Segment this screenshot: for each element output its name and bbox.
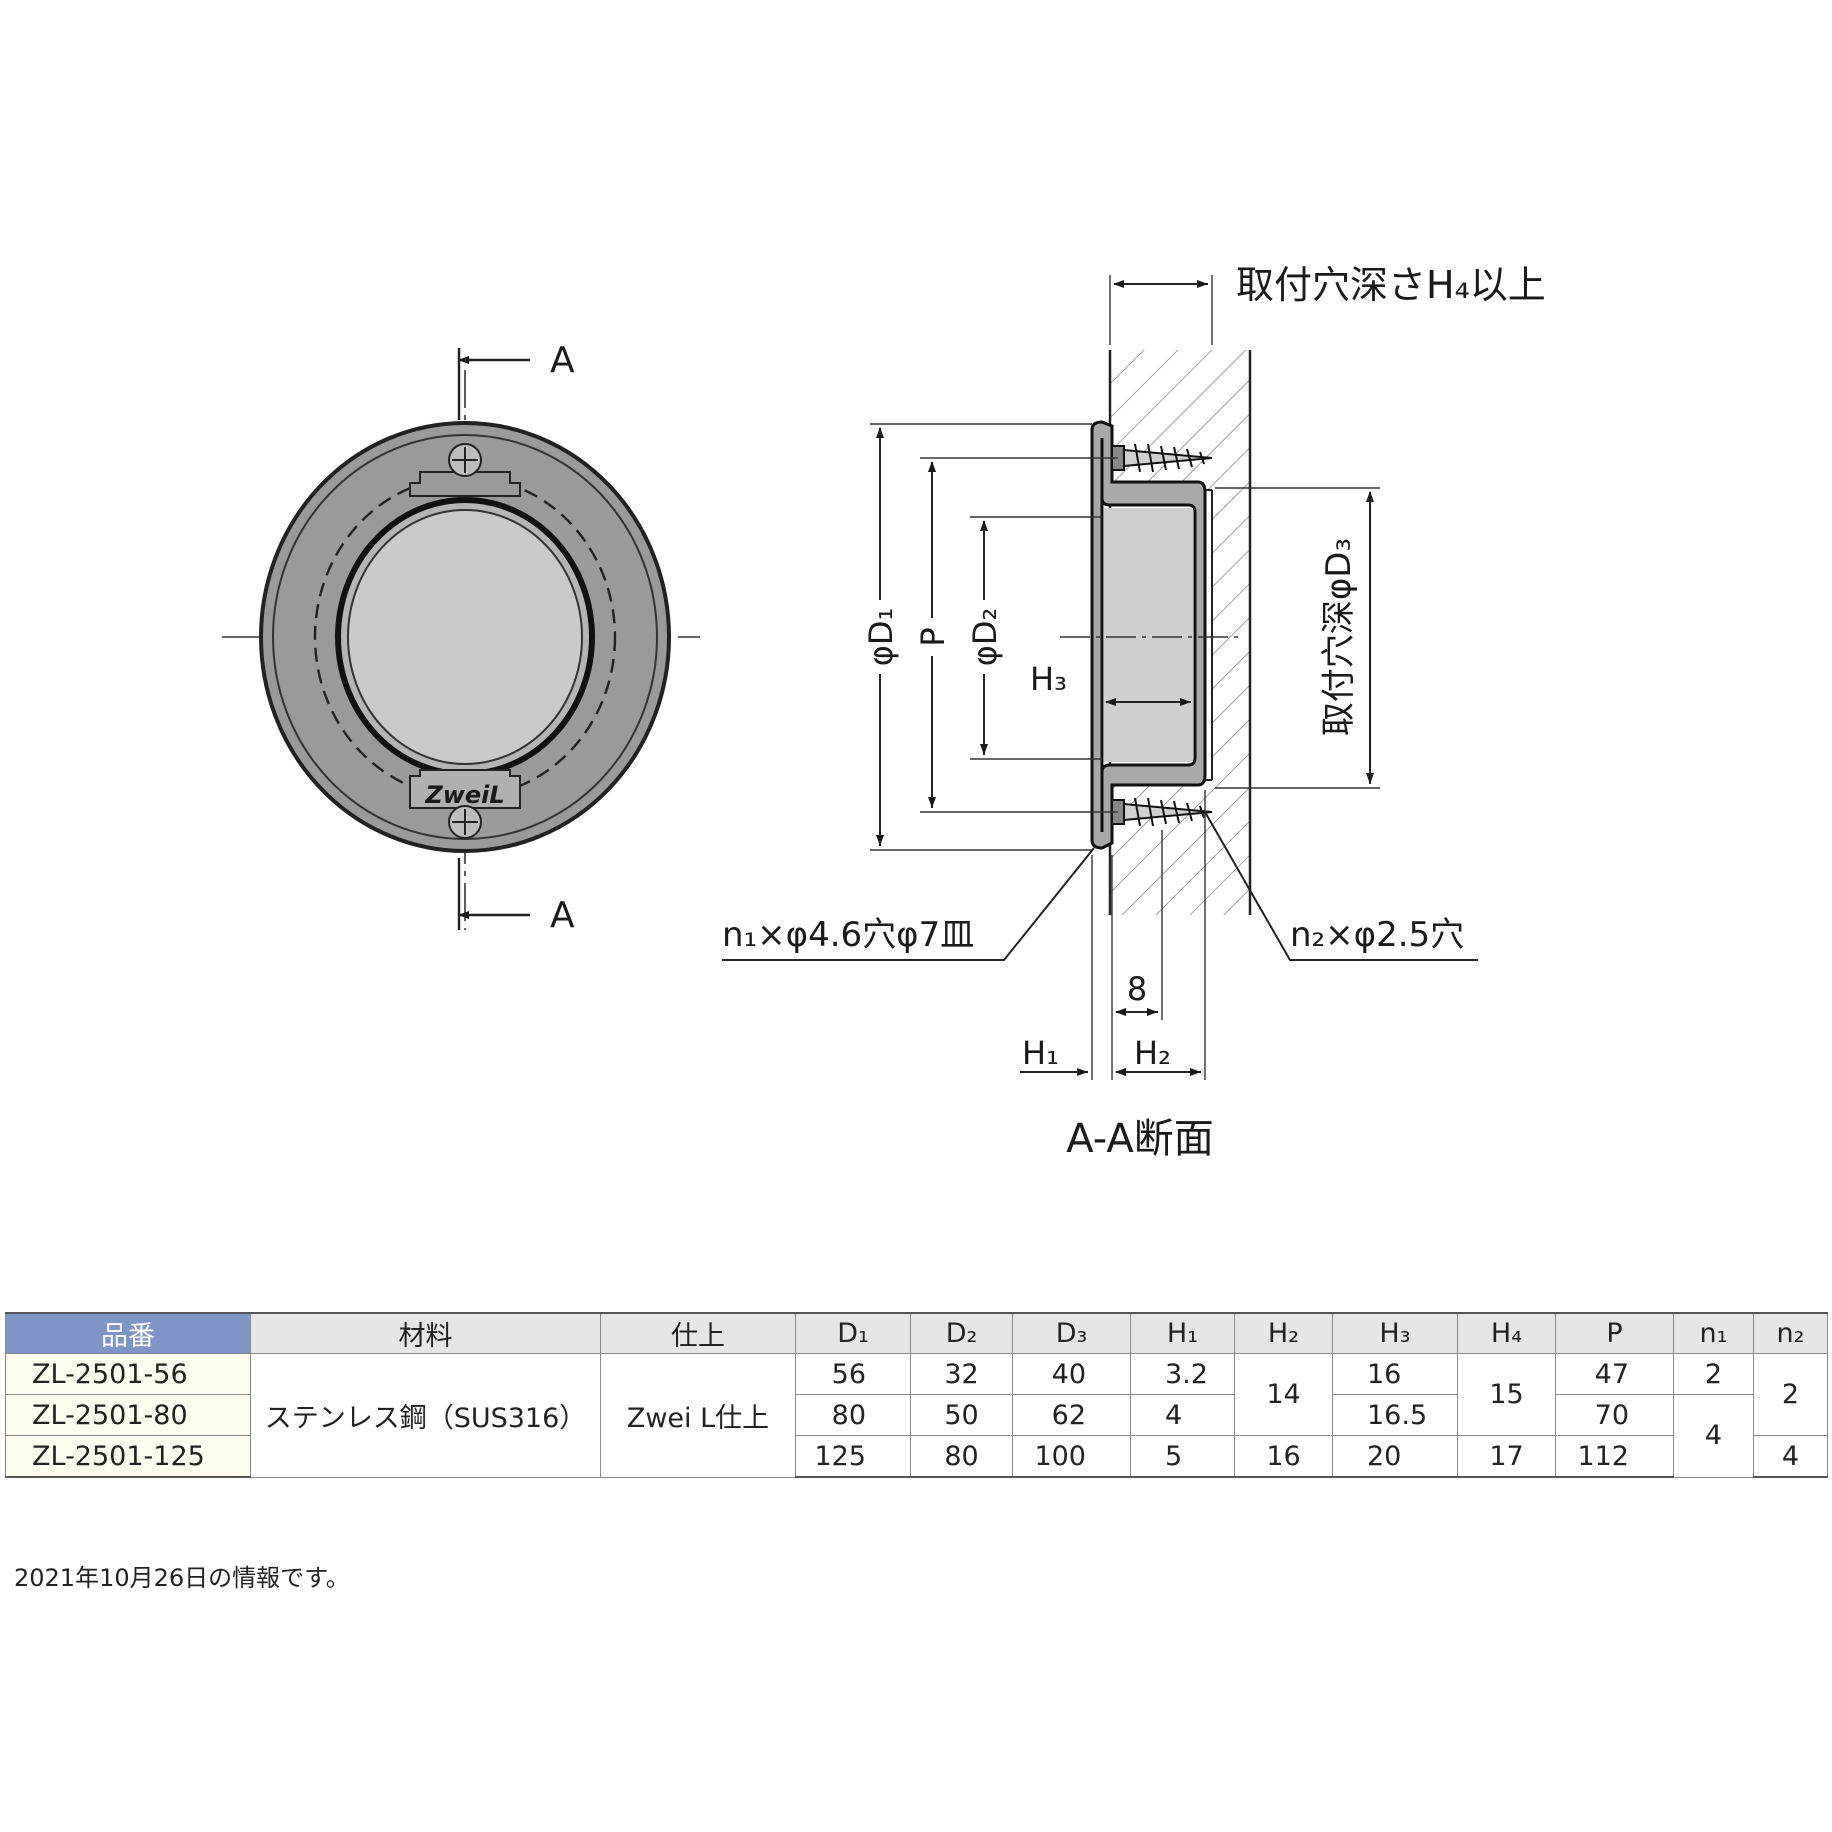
cell-n2: 2 [1753, 1353, 1828, 1436]
dim-h4-label: 取付穴深さH₄以上 [1236, 263, 1546, 307]
cell-d3: 40 [1012, 1353, 1131, 1395]
cell-d2: 80 [910, 1435, 1013, 1478]
cell-finish: Zwei L仕上 [600, 1353, 796, 1478]
cell-material: ステンレス鋼（SUS316） [250, 1353, 601, 1478]
logo-plate [409, 769, 521, 809]
cell-d3: 62 [1012, 1394, 1131, 1436]
cell-h4: 15 [1457, 1353, 1556, 1436]
cell-n1: 4 [1673, 1394, 1754, 1478]
dim-h2-label: H₂ [1134, 1034, 1171, 1072]
header-h4: H₄ [1457, 1312, 1556, 1354]
table-row: ZL-2501-56 ステンレス鋼（SUS316） Zwei L仕上 56 32… [5, 1353, 1828, 1478]
cell-p: 70 [1555, 1394, 1674, 1436]
cell-h3: 16 [1332, 1353, 1458, 1395]
section-marker-bottom: A [457, 858, 575, 936]
dim-h3-label: H₃ [1030, 660, 1067, 698]
header-d2: D₂ [910, 1312, 1013, 1354]
top-notch [409, 471, 521, 497]
dim-d3-label: 取付穴深φD₃ [1319, 538, 1359, 736]
header-h3: H₃ [1332, 1312, 1458, 1354]
section-caption: A-A断面 [1066, 1116, 1213, 1162]
cell-h1: 3.2 [1130, 1353, 1235, 1395]
header-material: 材料 [250, 1312, 601, 1354]
cell-h1: 5 [1130, 1435, 1235, 1478]
cell-d1: 125 [795, 1435, 911, 1478]
cell-n1: 2 [1673, 1353, 1754, 1395]
cell-part-number: ZL-2501-125 [5, 1435, 251, 1478]
technical-drawing: ZweiL A A [222, 263, 1546, 1162]
cell-d2: 32 [910, 1353, 1013, 1395]
label-n2: n₂×φ2.5穴 [1290, 915, 1464, 955]
info-date-note: 2021年10月26日の情報です。 [14, 1564, 350, 1592]
label-n1: n₁×φ4.6穴φ7皿 [722, 915, 974, 955]
dim-d2-label: φD₂ [966, 608, 1004, 667]
header-d3: D₃ [1012, 1312, 1131, 1354]
cell-n2: 4 [1753, 1435, 1828, 1478]
section-letter-top: A [550, 340, 575, 381]
mounting-wall [1110, 350, 1250, 915]
flange-cup-profile [1090, 420, 1207, 850]
header-finish: 仕上 [600, 1312, 796, 1354]
cell-d1: 80 [795, 1394, 911, 1436]
cell-h2: 16 [1234, 1435, 1333, 1478]
header-h1: H₁ [1130, 1312, 1235, 1354]
header-h2: H₂ [1234, 1312, 1333, 1354]
table-row: ZL-2501-125 125 80 100 5 16 20 17 112 4 [5, 1435, 1828, 1478]
front-view: ZweiL A A [222, 340, 700, 936]
table-row: ZL-2501-80 80 50 62 4 16.5 70 4 [5, 1394, 1828, 1478]
cell-d2: 50 [910, 1394, 1013, 1436]
header-part-number: 品番 [5, 1312, 251, 1354]
cell-h3: 16.5 [1332, 1394, 1458, 1436]
cell-p: 47 [1555, 1353, 1674, 1395]
section-view: φD₁ P φD₂ H₃ 取付穴深φD₃ 取付穴深さH₄以上 n₁×φ4.6穴φ… [722, 263, 1546, 1162]
cell-h3: 20 [1332, 1435, 1458, 1478]
header-n1: n₁ [1673, 1312, 1754, 1354]
cell-part-number: ZL-2501-80 [5, 1394, 251, 1436]
dim-h1-label: H₁ [1022, 1034, 1059, 1072]
cell-part-number: ZL-2501-56 [5, 1353, 251, 1395]
section-letter-bottom: A [550, 895, 575, 936]
dim-d1-label: φD₁ [862, 608, 900, 667]
cell-p: 112 [1555, 1435, 1674, 1478]
header-d1: D₁ [795, 1312, 911, 1354]
cell-d3: 100 [1012, 1435, 1131, 1478]
cup-cavity [1104, 508, 1193, 762]
dim-p-label: P [914, 627, 952, 646]
section-marker-top: A [457, 340, 575, 420]
cell-h2: 14 [1234, 1353, 1333, 1436]
header-n2: n₂ [1753, 1312, 1828, 1354]
dim-8-label: 8 [1127, 970, 1147, 1008]
cell-d1: 56 [795, 1353, 911, 1395]
front-logo-text: ZweiL [424, 781, 504, 809]
cell-h4: 17 [1457, 1435, 1556, 1478]
leader-n2 [1204, 811, 1478, 961]
header-p: P [1555, 1312, 1674, 1354]
leader-n1 [722, 847, 1095, 961]
cell-h1: 4 [1130, 1394, 1235, 1436]
cup-inner [347, 509, 583, 765]
spec-table: 品番 材料 仕上 D₁ D₂ D₃ H₁ H₂ H₃ H₄ P n₁ n₂ ZL… [5, 1312, 1828, 1478]
table-header-row: 品番 材料 仕上 D₁ D₂ D₃ H₁ H₂ H₃ H₄ P n₁ n₂ [5, 1312, 1828, 1354]
